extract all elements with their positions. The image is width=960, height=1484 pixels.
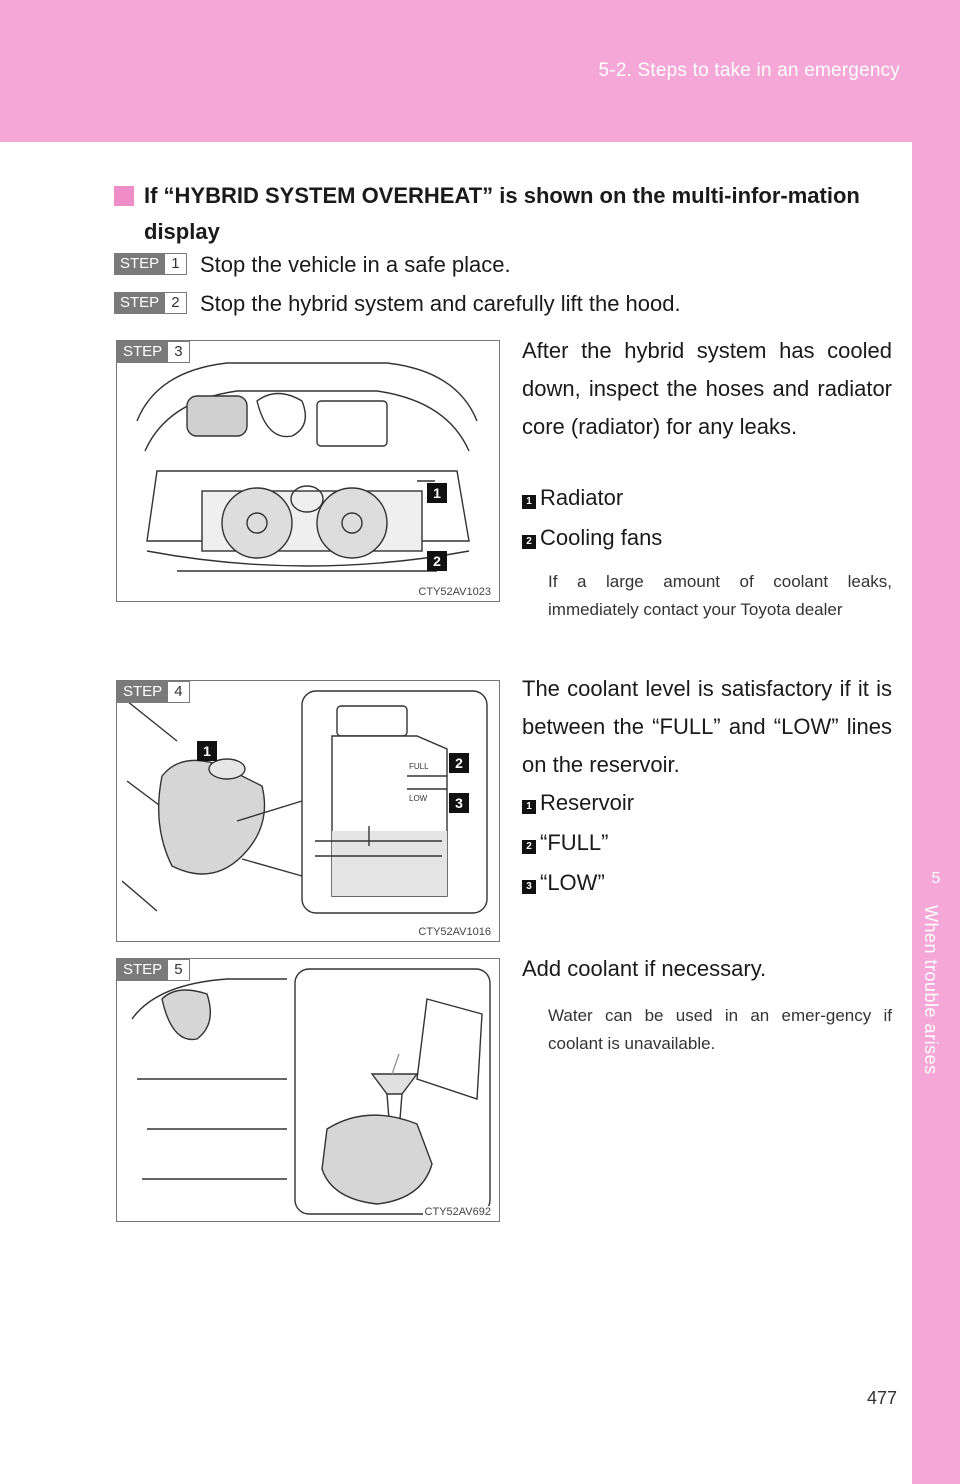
- section-title: 5-2. Steps to take in an emergency: [598, 60, 900, 81]
- figure-code: CTY52AV692: [422, 1206, 493, 1218]
- step-5-note: Water can be used in an emer-gency if co…: [548, 1006, 892, 1053]
- add-coolant-illustration: [131, 968, 491, 1215]
- page-number: 477: [866, 1388, 897, 1408]
- chapter-label: When trouble arises: [921, 905, 941, 1075]
- reservoir-illustration: FULL LOW: [121, 690, 488, 914]
- figure-code: CTY52AV1016: [416, 926, 493, 938]
- callout-1: 1: [197, 741, 217, 761]
- step-3-note: If a large amount of coolant leaks, imme…: [548, 572, 892, 619]
- callout-2: 2: [427, 551, 447, 571]
- step-3-paragraph: After the hybrid system has cooled down,…: [522, 338, 892, 439]
- chapter-number: 5: [931, 870, 941, 887]
- page-header: 5-2. Steps to take in an emergency: [0, 0, 960, 142]
- callout-1: 1: [427, 483, 447, 503]
- section-heading: If “HYBRID SYSTEM OVERHEAT” is shown on …: [114, 178, 894, 250]
- step-2-text: Stop the hybrid system and carefully lif…: [200, 291, 681, 316]
- low-mark: LOW: [409, 794, 428, 803]
- heading-text: If “HYBRID SYSTEM OVERHEAT” is shown on …: [144, 183, 860, 244]
- step-4-paragraph: The coolant level is satisfactory if it …: [522, 676, 892, 777]
- callout-2: 2: [449, 753, 469, 773]
- step-5-paragraph: Add coolant if necessary.: [522, 956, 767, 981]
- figure-code: CTY52AV1023: [416, 586, 493, 598]
- chapter-tab: [912, 142, 960, 1484]
- step-1-text: Stop the vehicle in a safe place.: [200, 252, 511, 277]
- full-mark: FULL: [409, 762, 429, 771]
- item-low: 3“LOW”: [522, 870, 605, 896]
- item-full: 2“FULL”: [522, 830, 608, 856]
- engine-bay-illustration: [136, 362, 478, 572]
- callout-3: 3: [449, 793, 469, 813]
- heading-square-icon: [114, 186, 134, 206]
